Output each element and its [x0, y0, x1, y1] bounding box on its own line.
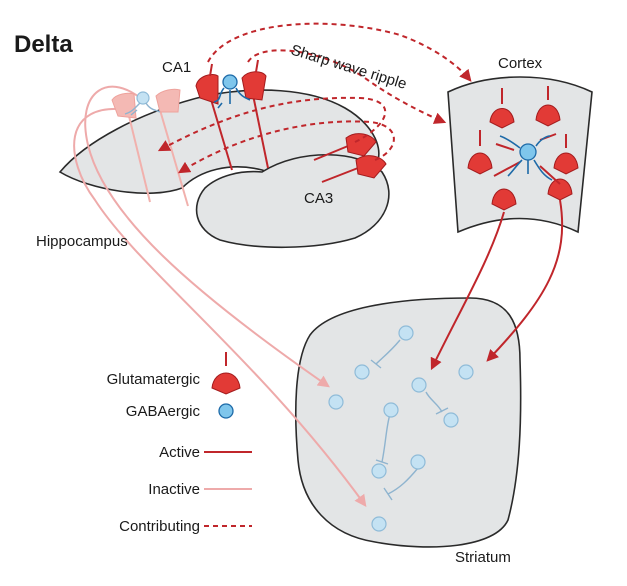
- sharp-wave-ripple-label: Sharp wave ripple: [289, 42, 409, 93]
- contributing-projections: [157, 22, 472, 174]
- hippocampus-label: Hippocampus: [36, 233, 128, 250]
- inactive-projections: [73, 85, 367, 507]
- ca3-neurons: [313, 133, 387, 183]
- active-projections: [430, 199, 564, 371]
- legend-gabaergic-icon: [218, 403, 234, 419]
- legend-contributing-label: Contributing: [119, 518, 200, 535]
- active-ca1-neurons: [195, 59, 269, 171]
- cortex-label: Cortex: [498, 55, 543, 72]
- striatum-neurons: [328, 325, 474, 532]
- legend-inactive-label: Inactive: [148, 481, 200, 498]
- inactive-ca1-neurons: [111, 88, 189, 207]
- cortex-neurons: [467, 86, 579, 211]
- legend-gabaergic-label: GABAergic: [126, 403, 201, 420]
- striatum-region: [294, 297, 522, 548]
- ca3-label: CA3: [304, 190, 333, 207]
- legend: Glutamatergic GABAergic Active Inactive …: [107, 352, 252, 535]
- hippocampus-region: [58, 89, 390, 249]
- ca1-label: CA1: [162, 59, 191, 76]
- legend-active-label: Active: [159, 444, 200, 461]
- diagram-title: Delta: [14, 31, 73, 58]
- legend-glutamatergic-icon: [211, 352, 241, 395]
- legend-glutamatergic-label: Glutamatergic: [107, 371, 201, 388]
- striatum-label: Striatum: [455, 549, 511, 566]
